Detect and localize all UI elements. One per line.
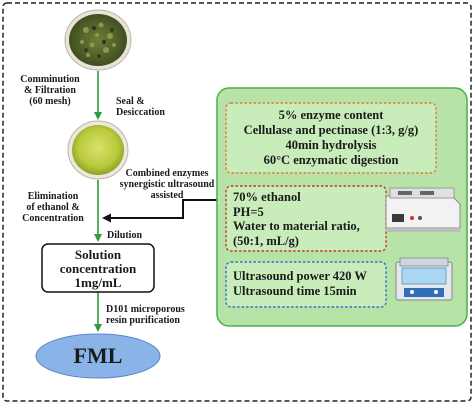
resin-label: D101 microporous resin purification: [106, 304, 185, 326]
ultrasound-line-2: Ultrasound time 15min: [233, 284, 367, 299]
leaf-bowl-image: [65, 10, 131, 70]
ultrasound-box-text: Ultrasound power 420 W Ultrasound time 1…: [233, 269, 367, 299]
ultrasonic-cleaner-image: [396, 258, 452, 300]
elimination-line-2: of ethanol &: [14, 202, 92, 213]
enzyme-line-2: Cellulase and pectinase (1:3, g/g): [226, 123, 436, 138]
ethanol-line-4: (50:1, mL/g): [233, 234, 360, 249]
comminution-label: Comminution & Filtration (60 mesh): [14, 74, 86, 107]
combined-line-3: assisted: [112, 190, 222, 201]
elimination-line-1: Elimination: [14, 191, 92, 202]
combined-line-2: synergistic ultrasound: [112, 179, 222, 190]
resin-line-2: resin purification: [106, 315, 185, 326]
seal-line-1: Seal &: [116, 96, 165, 107]
enzyme-line-3: 40min hydrolysis: [226, 138, 436, 153]
combined-line-1: Combined enzymes: [112, 168, 222, 179]
elimination-line-3: Concentration: [14, 213, 92, 224]
ethanol-line-1: 70% ethanol: [233, 190, 360, 205]
solution-label: Solution concentration 1mg/mL: [42, 248, 154, 290]
enzyme-box-text: 5% enzyme content Cellulase and pectinas…: [226, 108, 436, 168]
fml-label: FML: [36, 343, 160, 369]
comminution-line-2: & Filtration: [14, 85, 86, 96]
resin-line-1: D101 microporous: [106, 304, 185, 315]
seal-line-2: Desiccation: [116, 107, 165, 118]
enzyme-line-1: 5% enzyme content: [226, 108, 436, 123]
comminution-line-3: (60 mesh): [14, 96, 86, 107]
combined-label: Combined enzymes synergistic ultrasound …: [112, 168, 222, 201]
comminution-line-1: Comminution: [14, 74, 86, 85]
water-bath-image: [386, 188, 460, 232]
solution-line-1: Solution: [42, 248, 154, 262]
connector-arrow: [104, 200, 217, 218]
ethanol-line-3: Water to material ratio,: [233, 219, 360, 234]
ultrasound-line-1: Ultrasound power 420 W: [233, 269, 367, 284]
elimination-label: Elimination of ethanol & Concentration: [14, 191, 92, 224]
solution-line-2: concentration: [42, 262, 154, 276]
ethanol-line-2: PH=5: [233, 205, 360, 220]
enzyme-line-4: 60°C enzymatic digestion: [226, 153, 436, 168]
ethanol-box-text: 70% ethanol PH=5 Water to material ratio…: [233, 190, 360, 248]
solution-line-3: 1mg/mL: [42, 276, 154, 290]
seal-label: Seal & Desiccation: [116, 96, 165, 118]
dilution-label: Dilution: [107, 230, 142, 241]
